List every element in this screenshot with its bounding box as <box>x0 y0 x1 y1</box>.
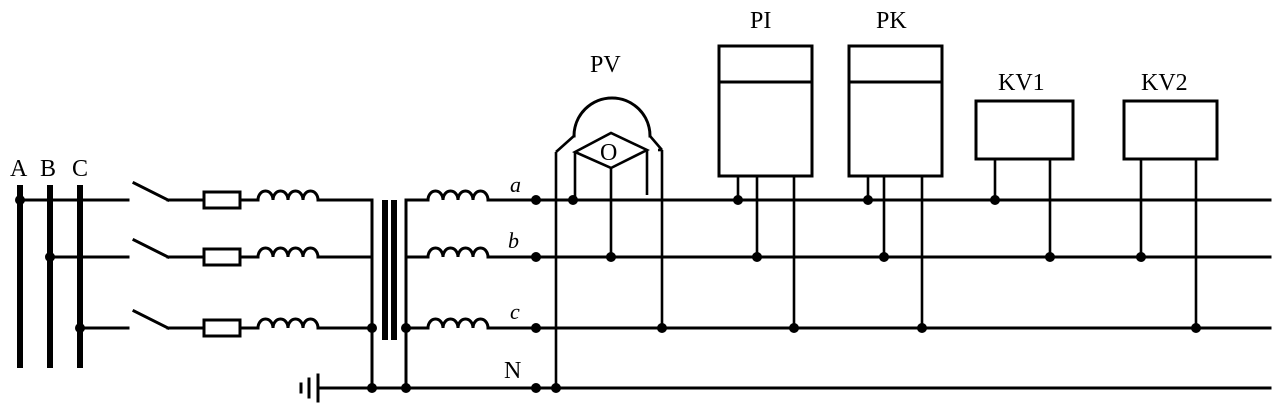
meter-label-kv2: KV2 <box>1141 70 1188 96</box>
meter-label-pk: PK <box>876 8 907 34</box>
pv-node-n <box>551 383 561 393</box>
primary-winding-b <box>256 246 320 259</box>
voltmeter-pv: PV O <box>554 52 664 388</box>
busbars: A B C <box>10 156 88 368</box>
kv1-node-b <box>1045 252 1055 262</box>
pv-node-a <box>568 195 578 205</box>
meter-pk-box <box>847 44 944 178</box>
node-c <box>531 323 541 333</box>
relay-kv1-box <box>974 99 1075 161</box>
primary-phase-a <box>18 180 374 330</box>
voltmeter-dial <box>572 96 652 138</box>
meter-pi-box <box>717 44 814 178</box>
fuse-c <box>202 318 242 338</box>
phase-label-a: a <box>510 172 521 197</box>
node-a <box>531 195 541 205</box>
meter-pk: PK <box>847 8 944 328</box>
fuse-a <box>202 190 242 210</box>
kv1-node-a <box>990 195 1000 205</box>
relay-kv1: KV1 <box>974 70 1075 257</box>
busbar-label-c: C <box>72 156 88 182</box>
node-b <box>531 252 541 262</box>
meter-label-kv1: KV1 <box>998 70 1045 96</box>
fuse-b <box>202 247 242 267</box>
node-n <box>531 383 541 393</box>
pi-node-a <box>733 195 743 205</box>
primary-winding-a <box>256 189 320 202</box>
phase-label-b: b <box>508 228 519 253</box>
phase-label-c: c <box>510 299 520 324</box>
primary-phase-b <box>48 237 374 267</box>
busbar-label-a: A <box>10 156 28 182</box>
pv-node-c <box>657 323 667 333</box>
phase-label-n: N <box>504 358 521 384</box>
meter-label-pi: PI <box>750 8 771 34</box>
busbar-label-b: B <box>40 156 56 182</box>
ground-symbol <box>299 373 320 403</box>
pk-node-b <box>879 252 889 262</box>
pk-node-c <box>917 323 927 333</box>
pk-node-a <box>863 195 873 205</box>
pi-node-c <box>789 323 799 333</box>
switch-c <box>131 308 171 331</box>
pi-node-b <box>752 252 762 262</box>
primary-phase-c <box>78 308 374 338</box>
secondary-winding-a <box>426 189 490 202</box>
meter-label-pv: PV <box>590 52 621 78</box>
secondary-winding-b <box>426 246 490 259</box>
secondary-winding-c <box>426 317 490 330</box>
relay-kv2-box <box>1122 99 1219 161</box>
kv2-node-c <box>1191 323 1201 333</box>
pv-node-b <box>606 252 616 262</box>
ground-junction-1 <box>367 383 377 393</box>
meter-pi: PI <box>717 8 814 328</box>
relay-kv2: KV2 <box>1122 70 1219 328</box>
selector-symbol: O <box>600 140 617 166</box>
primary-winding-c <box>256 317 320 330</box>
kv2-node-b <box>1136 252 1146 262</box>
switch-b <box>131 237 171 260</box>
switch-a <box>131 180 171 203</box>
